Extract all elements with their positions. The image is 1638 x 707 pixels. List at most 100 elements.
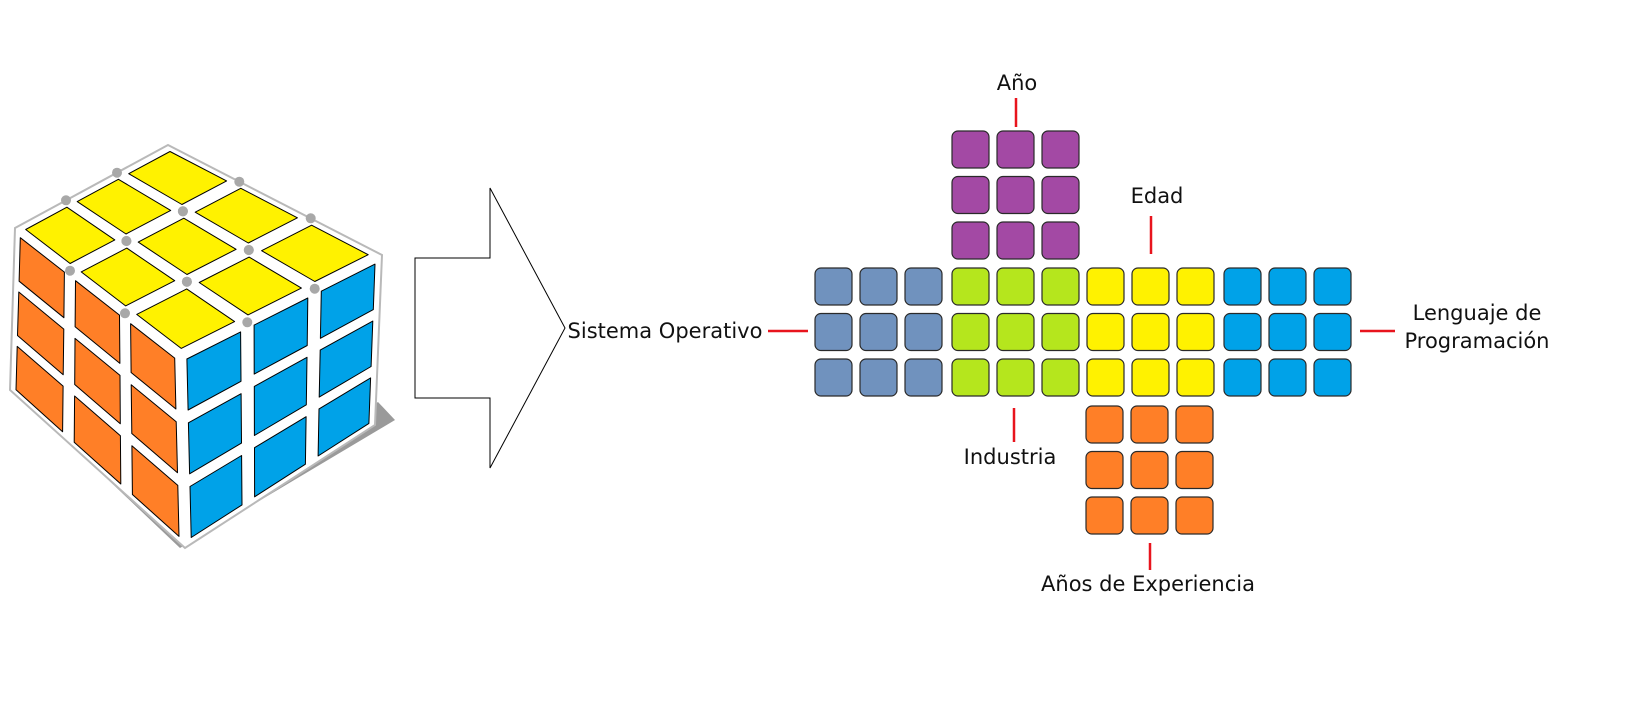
net-sticker-front-0-1 [996, 267, 1035, 306]
net-sticker-front-2-1 [996, 358, 1035, 397]
cube-left-sticker-0-2 [15, 345, 64, 433]
net-sticker-top-2-2 [1041, 221, 1080, 260]
label-edad: Edad [1131, 184, 1184, 208]
net-sticker-top-1-1 [996, 175, 1035, 215]
label-lenguaje-de: Lenguaje de [1413, 301, 1542, 325]
net-sticker-back-0-1 [1268, 267, 1307, 306]
cube-pivot-dot [65, 265, 75, 276]
rubik-cube-3d [8, 143, 395, 550]
net-sticker-front-0-2 [1041, 267, 1080, 306]
net-sticker-top-0-1 [996, 130, 1035, 169]
net-sticker-back-1-2 [1313, 312, 1352, 352]
net-sticker-left-2-0 [814, 358, 853, 397]
cube-pivot-dot [234, 176, 245, 187]
cube-right-sticker-1-0 [253, 297, 309, 375]
net-sticker-right-0-2 [1176, 267, 1215, 306]
net-face-ano [951, 130, 1080, 260]
cube-top-sticker-0-0 [25, 206, 116, 264]
cube-pivot-dot [120, 308, 130, 319]
net-sticker-bottom-0-2 [1175, 405, 1214, 444]
cube-top-sticker-1-1 [137, 217, 237, 275]
label-sistema-operativo: Sistema Operativo [568, 319, 763, 343]
cube-left-sticker-2-1 [130, 384, 178, 474]
net-sticker-left-1-2 [904, 312, 943, 352]
cube-left-sticker-2-2 [131, 445, 180, 537]
cube-pivot-dot [309, 283, 320, 294]
cube-right-sticker-2-1 [318, 320, 374, 398]
net-sticker-right-1-2 [1176, 312, 1215, 352]
net-sticker-bottom-1-0 [1085, 450, 1124, 490]
cube-right-sticker-1-2 [254, 416, 307, 498]
net-sticker-right-1-1 [1131, 312, 1170, 352]
cube-left-sticker-1-0 [74, 280, 121, 364]
net-sticker-left-2-2 [904, 358, 943, 397]
net-sticker-left-2-1 [859, 358, 898, 397]
net-face-industria [951, 267, 1080, 397]
cube-right-sticker-2-2 [317, 377, 372, 457]
cube-top-sticker-2-0 [128, 151, 228, 205]
net-sticker-top-1-2 [1041, 175, 1080, 215]
transform-arrow [414, 187, 566, 469]
cube-right-sticker-0-0 [186, 331, 242, 411]
label-industria: Industria [964, 445, 1057, 469]
cube-top-face [25, 151, 369, 349]
net-sticker-back-1-1 [1268, 312, 1307, 352]
net-sticker-bottom-1-1 [1130, 450, 1169, 490]
net-sticker-back-2-2 [1313, 358, 1352, 397]
cube-right-sticker-1-1 [253, 356, 308, 436]
net-sticker-left-0-2 [904, 267, 943, 306]
cube-pivot-dot [121, 236, 132, 246]
cube-top-sticker-0-1 [80, 247, 176, 307]
net-sticker-bottom-0-0 [1085, 405, 1124, 444]
cube-left-sticker-0-0 [18, 237, 65, 319]
net-sticker-front-1-1 [996, 312, 1035, 352]
net-sticker-left-1-0 [814, 312, 853, 352]
cube-pivot-dot [242, 317, 253, 328]
net-sticker-left-1-1 [859, 312, 898, 352]
net-sticker-back-2-0 [1223, 358, 1262, 397]
cube-right-sticker-0-1 [187, 393, 242, 475]
net-sticker-top-0-0 [951, 130, 990, 169]
cube-right-face [186, 263, 376, 538]
cube-left-sticker-1-1 [74, 337, 121, 425]
cube-pivot-dot [61, 195, 71, 206]
net-sticker-top-0-2 [1041, 130, 1080, 169]
net-sticker-left-0-1 [859, 267, 898, 306]
net-sticker-right-0-0 [1086, 267, 1125, 306]
cube-top-sticker-1-0 [76, 178, 172, 235]
net-sticker-top-2-0 [951, 221, 990, 260]
net-face-lenguaje-de-programacion [1223, 267, 1352, 397]
net-sticker-right-2-2 [1176, 358, 1215, 397]
net-sticker-right-1-0 [1086, 312, 1125, 352]
cube-top-sticker-0-2 [136, 288, 236, 349]
cube-pivot-dot [305, 213, 316, 224]
net-sticker-bottom-2-0 [1085, 496, 1124, 535]
net-sticker-bottom-2-1 [1130, 496, 1169, 535]
cube-pivot-dot [112, 167, 122, 178]
net-sticker-left-0-0 [814, 267, 853, 306]
cube-pivot-dot [177, 206, 188, 217]
net-sticker-back-0-0 [1223, 267, 1262, 306]
net-sticker-right-2-0 [1086, 358, 1125, 397]
cube-right-sticker-0-2 [189, 455, 243, 538]
cube-top-sticker-2-2 [261, 224, 369, 282]
label-anos-de-experiencia: Años de Experiencia [1041, 572, 1255, 596]
net-face-sistema-operativo [814, 267, 943, 397]
net-sticker-back-1-0 [1223, 312, 1262, 352]
cube-left-face [15, 237, 180, 537]
net-sticker-front-2-2 [1041, 358, 1080, 397]
cube-net [814, 130, 1352, 535]
cube-left-sticker-0-1 [17, 291, 65, 376]
net-sticker-right-2-1 [1131, 358, 1170, 397]
net-sticker-bottom-0-1 [1130, 405, 1169, 444]
cube-right-sticker-2-0 [319, 263, 376, 339]
net-sticker-back-2-1 [1268, 358, 1307, 397]
net-face-edad [1086, 267, 1215, 397]
net-sticker-bottom-2-2 [1175, 496, 1214, 535]
net-sticker-front-1-0 [951, 312, 990, 352]
cube-top-sticker-1-2 [198, 256, 302, 316]
cube-left-sticker-1-2 [73, 395, 122, 485]
cube-pivot-dot [181, 276, 192, 287]
cube-pivot-dot [243, 245, 254, 255]
